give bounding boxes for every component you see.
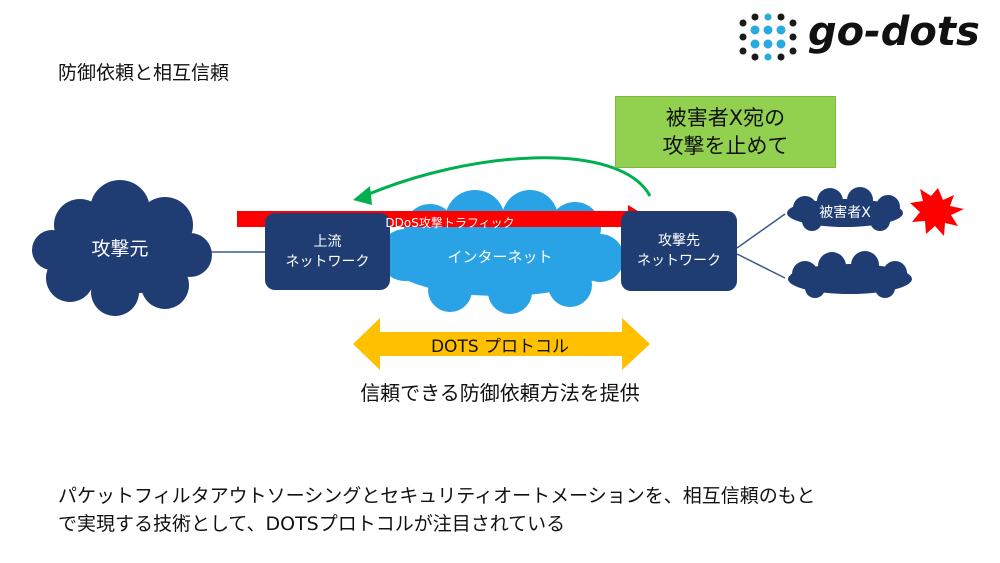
callout-line1: 被害者X宛の bbox=[665, 106, 786, 130]
request-arrow bbox=[361, 156, 652, 199]
callout-line2: 攻撃を止めて bbox=[662, 134, 789, 158]
logo-text: go-dots bbox=[808, 9, 980, 55]
upstream-network-box: 上流 ネットワーク bbox=[265, 213, 390, 290]
dots-double-arrow bbox=[353, 318, 650, 370]
target-line2: ネットワーク bbox=[637, 253, 721, 269]
dots-protocol-label: DOTS プロトコル bbox=[430, 337, 570, 357]
target-line1: 攻撃先 bbox=[658, 233, 700, 249]
go-dots-logo-icon bbox=[739, 13, 797, 61]
subcaption: 信頼できる防御依頼方法を提供 bbox=[360, 381, 640, 405]
bottom-description: パケットフィルタアウトソーシングとセキュリティオートメーションを、相互信頼のもと… bbox=[58, 482, 968, 538]
upstream-line1: 上流 bbox=[313, 233, 342, 250]
attacker-label: 攻撃元 bbox=[91, 238, 149, 260]
ddos-traffic-label: DDoS攻撃トラフィック bbox=[385, 216, 515, 230]
internet-label: インターネット bbox=[447, 248, 553, 266]
target-network-box: 攻撃先 ネットワーク bbox=[621, 211, 737, 291]
victim-cloud bbox=[787, 187, 903, 231]
other-cloud bbox=[788, 251, 912, 298]
bottom-line1: パケットフィルタアウトソーシングとセキュリティオートメーションを、相互信頼のもと bbox=[58, 485, 816, 507]
upstream-line2: ネットワーク bbox=[285, 253, 370, 270]
attacker-cloud bbox=[32, 180, 212, 316]
stop-attack-callout: 被害者X宛の 攻撃を止めて bbox=[615, 96, 836, 168]
victim-label: 被害者X bbox=[819, 205, 871, 221]
explosion-burst-icon bbox=[910, 188, 964, 236]
bottom-line2: で実現する技術として、DOTSプロトコルが注目されている bbox=[58, 513, 566, 535]
request-arrow-head bbox=[353, 186, 372, 205]
page-title: 防御依頼と相互信頼 bbox=[58, 62, 230, 84]
connector-target-other bbox=[736, 253, 786, 279]
connector-target-victim bbox=[736, 213, 786, 249]
